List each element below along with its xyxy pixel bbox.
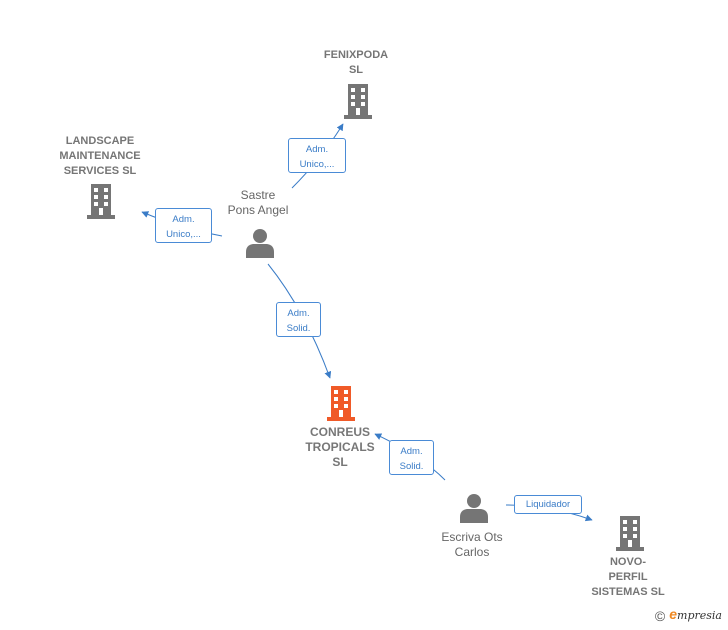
brand-name: mpresia bbox=[677, 609, 722, 623]
person-label-escriva: Escriva Ots Carlos bbox=[441, 530, 503, 559]
relation-label[interactable]: Liquidador bbox=[514, 495, 582, 514]
person-icon[interactable] bbox=[459, 493, 489, 523]
relation-label[interactable]: Adm. Solid. bbox=[276, 302, 321, 337]
building-icon-main[interactable] bbox=[325, 385, 357, 421]
relation-label[interactable]: Adm. Unico,... bbox=[155, 208, 212, 243]
building-icon[interactable] bbox=[615, 515, 645, 551]
building-icon[interactable] bbox=[343, 83, 373, 119]
brand-logo-e: e bbox=[669, 606, 678, 623]
node-label-landscape: LANDSCAPE MAINTENANCE SERVICES SL bbox=[59, 135, 141, 177]
person-icon[interactable] bbox=[245, 228, 275, 258]
relation-label[interactable]: Adm. Unico,... bbox=[288, 138, 346, 173]
node-label-conreus: CONREUS TROPICALS SL bbox=[305, 425, 375, 469]
brand-footer: ©empresia bbox=[655, 606, 722, 624]
building-icon[interactable] bbox=[86, 183, 116, 219]
relation-label[interactable]: Adm. Solid. bbox=[389, 440, 434, 475]
copyright-symbol: © bbox=[654, 608, 666, 624]
node-label-novo: NOVO- PERFIL SISTEMAS SL bbox=[591, 556, 665, 598]
person-label-sastre: Sastre Pons Angel bbox=[227, 188, 289, 217]
node-label-fenixpoda: FENIXPODA SL bbox=[323, 49, 389, 76]
